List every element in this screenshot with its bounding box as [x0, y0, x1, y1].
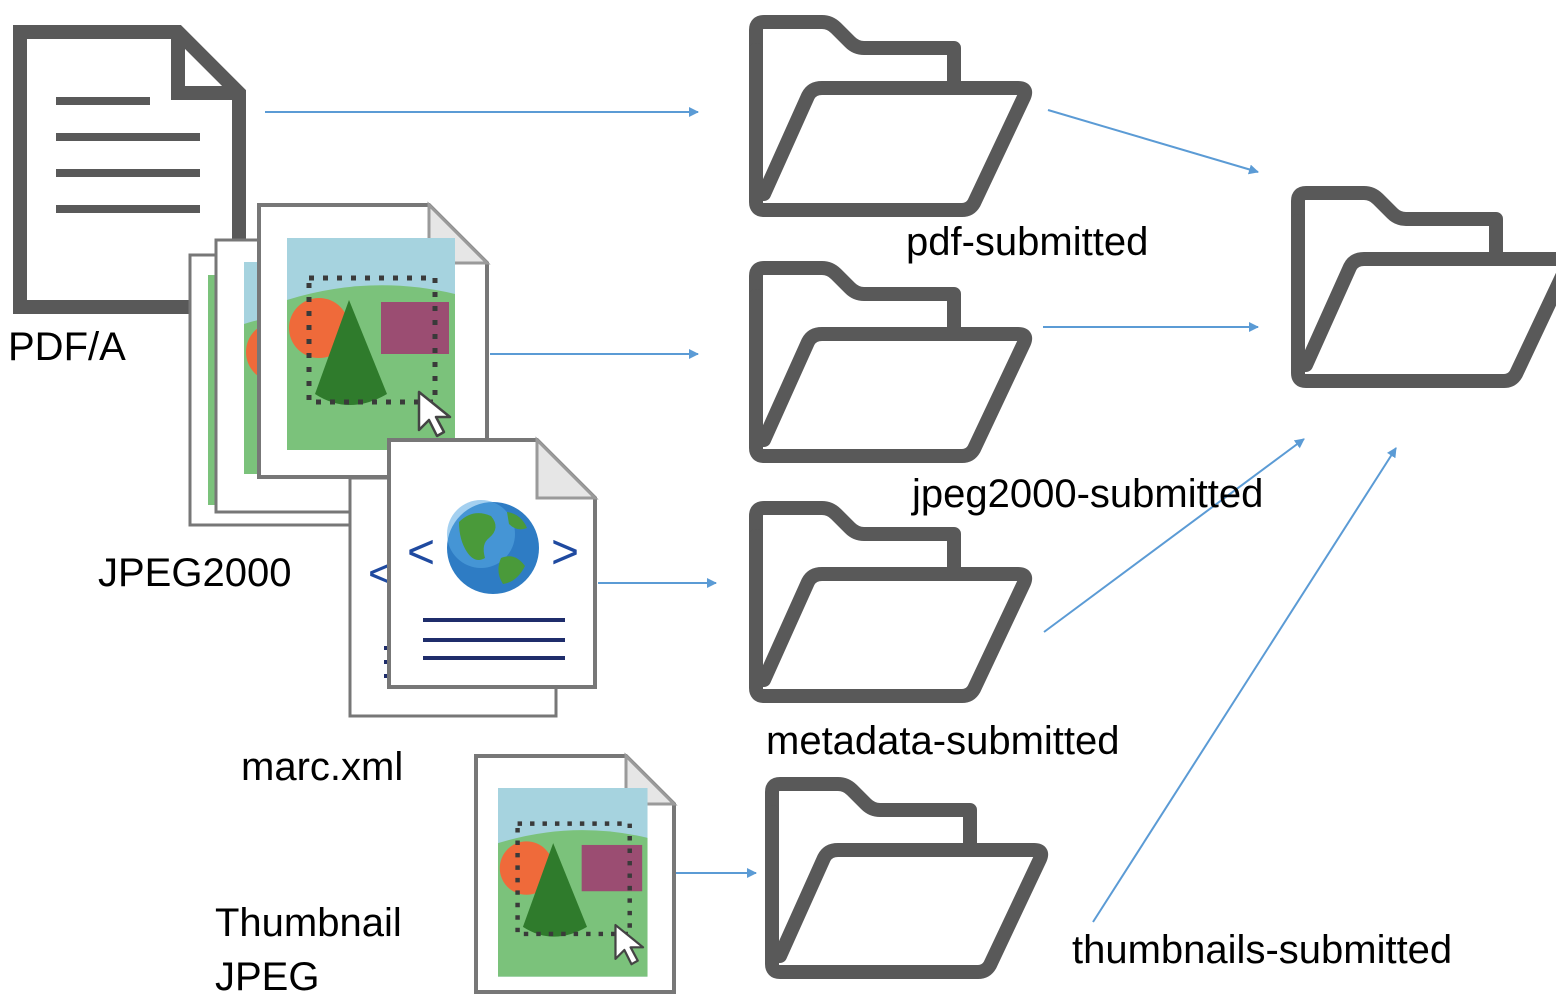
thumbnails-submitted-label: thumbnails-submitted	[1072, 928, 1453, 972]
svg-text:>: >	[551, 526, 579, 579]
document-icon	[13, 25, 246, 314]
marc-xml-label: marc.xml	[241, 745, 404, 789]
thumbnail-label-line1: Thumbnail	[215, 901, 402, 945]
image-file-stack-icon	[188, 201, 491, 527]
thumbnail-label-line2: JPEG	[215, 955, 320, 999]
folder-target-icon	[1298, 193, 1556, 381]
pdf-label: PDF/A	[8, 325, 126, 369]
arrows	[265, 107, 1397, 923]
jpeg2000-label: JPEG2000	[98, 551, 292, 595]
jpeg2000-submitted-label: jpeg2000-submitted	[912, 472, 1264, 516]
thumbnail-image-file-icon	[474, 752, 678, 994]
folder-thumbnails-submitted-icon	[772, 784, 1041, 972]
xml-globe-file-icon: < < >	[348, 436, 599, 718]
folder-jpeg2000-submitted-icon	[756, 268, 1025, 456]
arrow-thumbnails-folder-to-target	[1092, 447, 1397, 923]
folder-metadata-submitted-icon	[756, 508, 1025, 696]
metadata-submitted-label: metadata-submitted	[766, 719, 1120, 763]
arrow-metadata-folder-to-target	[1043, 438, 1305, 633]
arrow-pdf-folder-to-target	[1047, 109, 1259, 175]
folder-pdf-submitted-icon	[756, 22, 1025, 210]
svg-text:<: <	[407, 526, 435, 579]
pdf-submitted-label: pdf-submitted	[906, 220, 1149, 264]
